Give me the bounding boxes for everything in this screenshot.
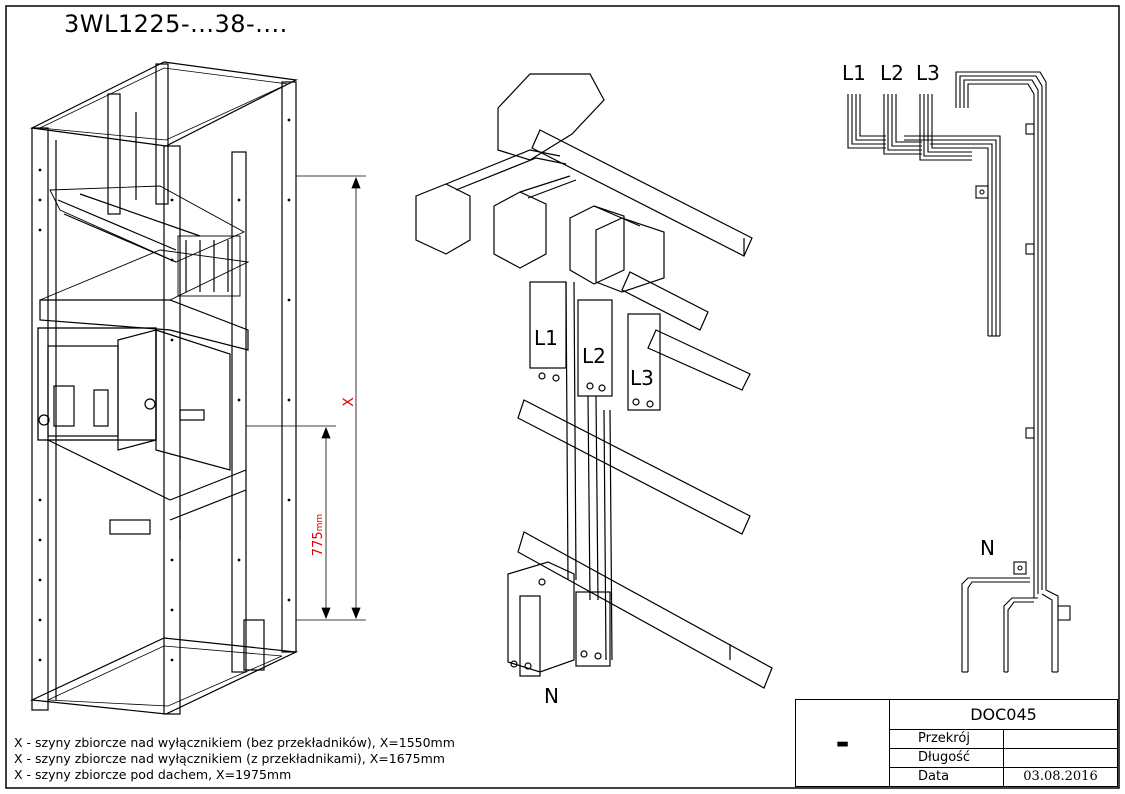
dimension-775: 775mm: [311, 514, 326, 556]
row-label-data: Data: [918, 769, 950, 784]
busbar-isometric: [415, 73, 773, 689]
title-block-row: Długość: [890, 749, 1117, 768]
svg-text:775mm: 775mm: [311, 514, 326, 556]
dimension-x-label: X: [341, 397, 357, 407]
row-value-dlugosc: [1003, 749, 1117, 767]
right-label-l2: L2: [880, 61, 904, 85]
row-label-dlugosc: Długość: [918, 750, 971, 765]
middle-label-n: N: [544, 684, 559, 708]
title-block-row: Przekrój: [890, 730, 1117, 749]
sheet-border: [5, 5, 1120, 789]
row-label-przekroj: Przekrój: [918, 731, 970, 746]
drawing-title: 3WL1225-...38-....: [64, 10, 288, 38]
title-block: - DOC045 Przekrój Długość Data 03.08.201…: [795, 699, 1118, 787]
middle-label-l2: L2: [582, 344, 606, 368]
note-line: X - szyny zbiorcze nad wyłącznikiem (z p…: [14, 751, 445, 766]
busbar-side-view: [847, 71, 1071, 673]
document-number: DOC045: [890, 700, 1117, 730]
cabinet-drawing: [29, 61, 299, 715]
dimension-775-value: 775: [311, 531, 326, 556]
middle-label-l1: L1: [534, 326, 558, 350]
middle-label-l3: L3: [630, 366, 654, 390]
title-block-symbol: -: [796, 700, 890, 786]
note-line: X - szyny zbiorcze pod dachem, X=1975mm: [14, 767, 292, 782]
right-label-l3: L3: [916, 61, 940, 85]
dimension-lines: [246, 175, 366, 621]
right-label-n: N: [980, 536, 995, 560]
row-value-data: 03.08.2016: [1003, 768, 1117, 787]
title-block-row: Data 03.08.2016: [890, 768, 1117, 787]
note-line: X - szyny zbiorcze nad wyłącznikiem (bez…: [14, 735, 455, 750]
notes: X - szyny zbiorcze nad wyłącznikiem (bez…: [14, 735, 455, 783]
right-label-l1: L1: [842, 61, 866, 85]
row-value-przekroj: [1003, 730, 1117, 748]
dimension-775-unit: mm: [315, 514, 325, 532]
